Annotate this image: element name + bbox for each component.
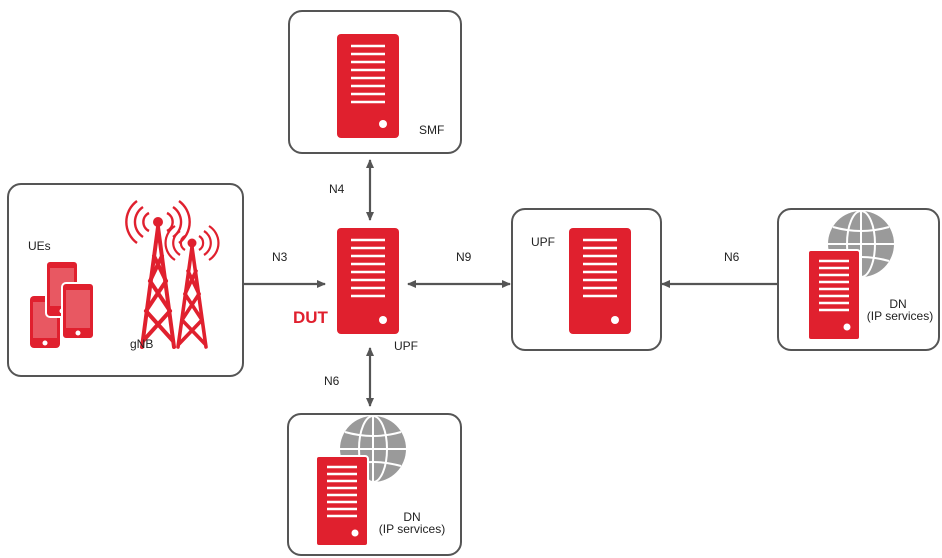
server-icon xyxy=(337,34,399,138)
server-icon[interactable] xyxy=(337,228,399,334)
dut-label: DUT xyxy=(293,308,328,327)
n4-label: N4 xyxy=(329,182,345,196)
dn-bottom-title: DN xyxy=(403,510,421,524)
n6-bottom-label: N6 xyxy=(324,374,340,388)
server-icon xyxy=(315,455,369,547)
cell-tower-icon xyxy=(164,225,220,349)
gnb-label: gNB xyxy=(130,337,154,351)
n3-label: N3 xyxy=(272,250,288,264)
n9-label: N9 xyxy=(456,250,472,264)
cell-tower-icon xyxy=(125,200,191,349)
mobile-phone-icon xyxy=(61,282,95,340)
dut-upf-label: UPF xyxy=(394,339,418,353)
n6-right-label: N6 xyxy=(724,250,740,264)
dn-bottom-subtitle: (IP services) xyxy=(378,522,446,536)
dn-right-subtitle: (IP services) xyxy=(866,309,934,323)
server-icon xyxy=(569,228,631,334)
dn-right-title: DN xyxy=(889,297,907,311)
upf-label: UPF xyxy=(531,235,555,249)
smf-label: SMF xyxy=(419,123,445,137)
server-icon xyxy=(807,249,861,341)
ues-label: UEs xyxy=(28,239,51,253)
